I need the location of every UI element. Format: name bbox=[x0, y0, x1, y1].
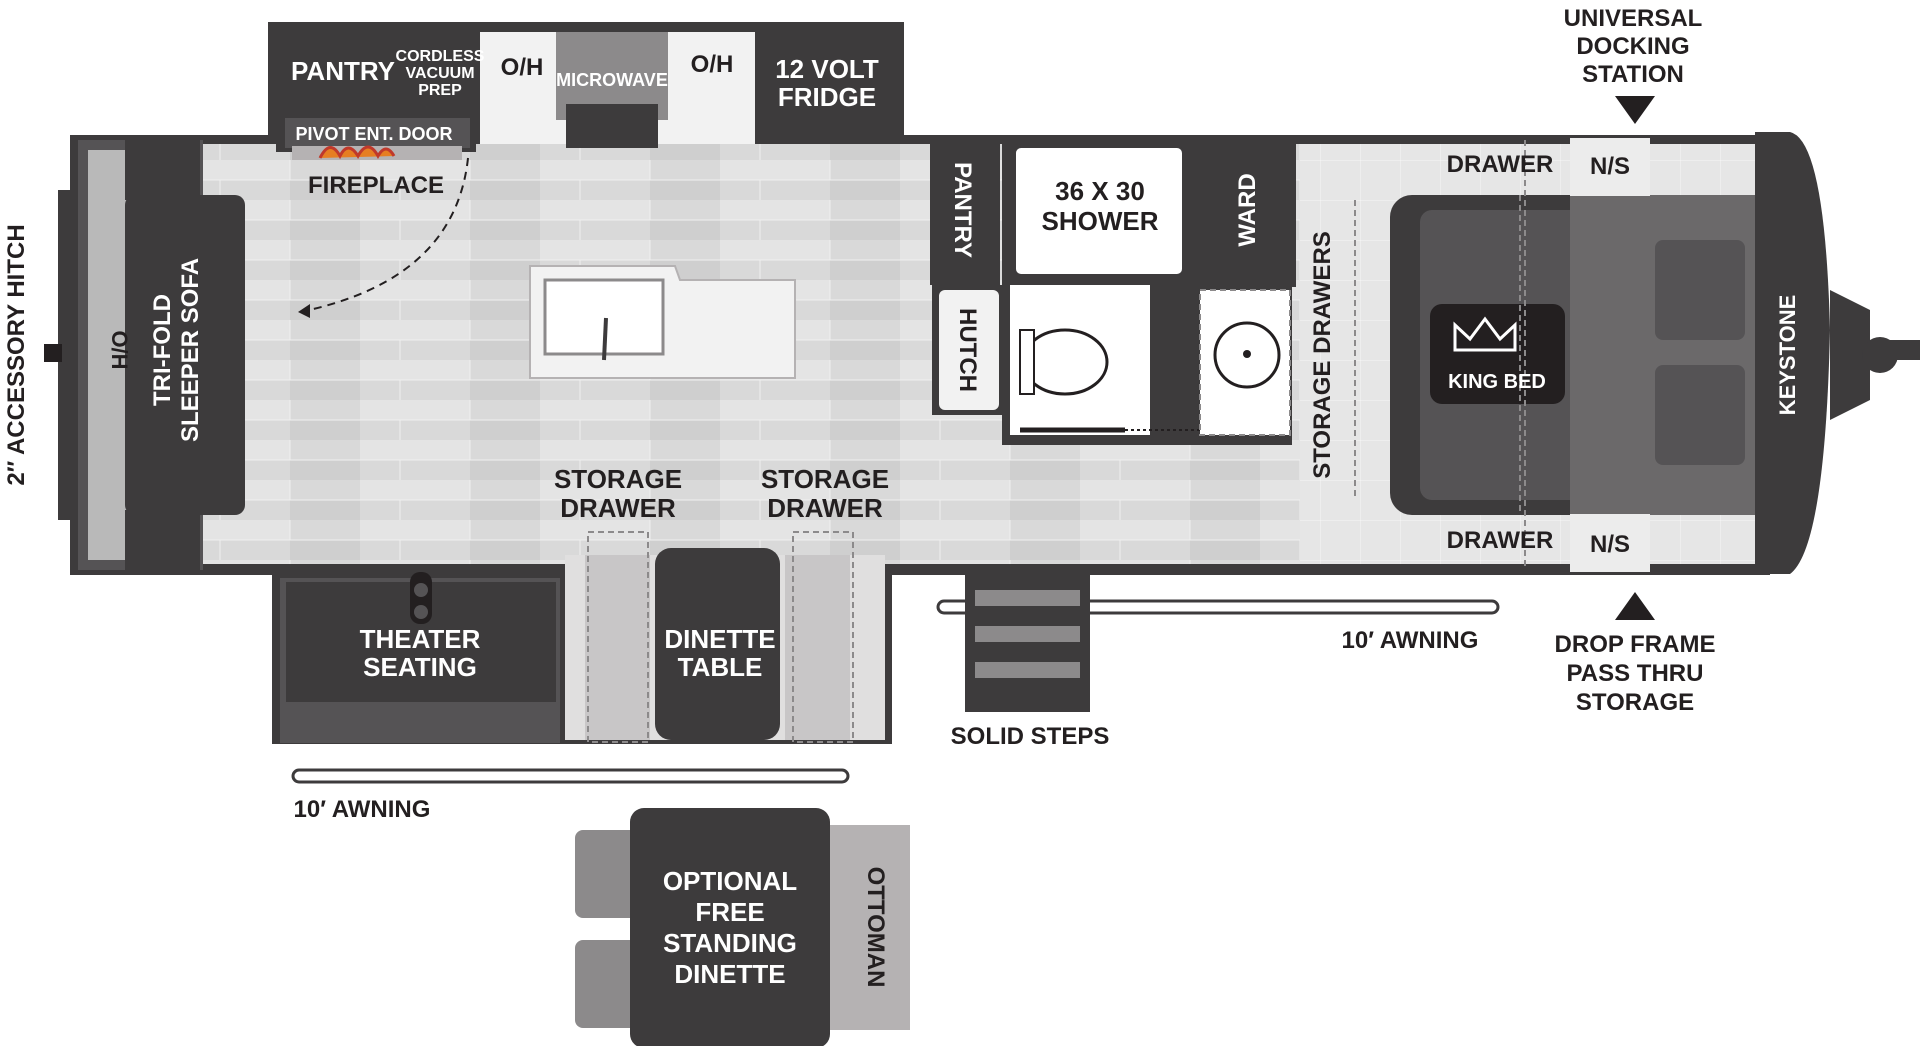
king-bed-label: KING BED bbox=[1448, 371, 1546, 393]
accessory-hitch-label: 2″ ACCESSORY HITCH bbox=[3, 224, 30, 485]
storage-drawers-label: STORAGE DRAWERS bbox=[1309, 231, 1336, 479]
shower-label-2: SHOWER bbox=[1042, 206, 1159, 236]
ottoman-label: OTTOMAN bbox=[862, 867, 889, 988]
awning-right-label: 10′ AWNING bbox=[1342, 627, 1479, 654]
bottom-slide bbox=[280, 531, 885, 743]
pantry-top-label: PANTRY bbox=[291, 56, 395, 86]
optional-dinette-label-2: FREE bbox=[695, 897, 764, 927]
drop-frame-label-1: DROP FRAME bbox=[1555, 631, 1716, 658]
dinette-table-label-2: TABLE bbox=[678, 652, 763, 682]
pantry-mid-label: PANTRY bbox=[949, 162, 976, 258]
hutch-label: HUTCH bbox=[954, 308, 981, 392]
optional-dinette-label-4: DINETTE bbox=[674, 959, 785, 989]
cordless-label-3: PREP bbox=[418, 82, 462, 99]
door-swing bbox=[299, 157, 469, 313]
front-hitch bbox=[1830, 290, 1920, 420]
bathroom-block bbox=[930, 135, 1296, 445]
optional-dinette bbox=[575, 808, 910, 1046]
pivot-door-label: PIVOT ENT. DOOR bbox=[295, 124, 452, 144]
ward-label: WARD bbox=[1234, 173, 1261, 246]
docking-label-2: DOCKING bbox=[1576, 33, 1689, 60]
drawer-top-label: DRAWER bbox=[1447, 151, 1554, 178]
solid-steps bbox=[965, 572, 1090, 712]
oh-left-label: O/H bbox=[501, 54, 544, 81]
fireplace-label: FIREPLACE bbox=[308, 172, 444, 199]
drawer-bottom-label: DRAWER bbox=[1447, 527, 1554, 554]
drop-frame-arrow bbox=[1615, 592, 1655, 620]
fridge-label-1: 12 VOLT bbox=[775, 54, 879, 84]
microwave-label: MICROWAVE bbox=[556, 70, 668, 90]
storage-drawer-left-2: DRAWER bbox=[560, 493, 676, 523]
storage-drawer-right-1: STORAGE bbox=[761, 464, 889, 494]
ns-top-label: N/S bbox=[1590, 153, 1630, 180]
shower-label-1: 36 X 30 bbox=[1055, 176, 1145, 206]
oh-right-label: O/H bbox=[691, 51, 734, 78]
optional-dinette-label-3: STANDING bbox=[663, 928, 797, 958]
bedroom bbox=[1390, 138, 1755, 572]
sofa-label-1: TRI-FOLD bbox=[149, 294, 176, 406]
kitchen-island bbox=[529, 265, 796, 379]
storage-drawer-right-2: DRAWER bbox=[767, 493, 883, 523]
optional-dinette-label-1: OPTIONAL bbox=[663, 866, 797, 896]
rear-sofa-area bbox=[78, 140, 245, 570]
awning-left bbox=[291, 768, 850, 784]
ns-bottom-label: N/S bbox=[1590, 531, 1630, 558]
drop-frame-label-2: PASS THRU bbox=[1567, 660, 1704, 687]
docking-label-1: UNIVERSAL bbox=[1564, 5, 1703, 32]
storage-drawer-left-1: STORAGE bbox=[554, 464, 682, 494]
docking-arrow bbox=[1615, 96, 1655, 124]
theater-label-2: SEATING bbox=[363, 652, 477, 682]
drop-frame-label-3: STORAGE bbox=[1576, 689, 1694, 716]
awning-left-label: 10′ AWNING bbox=[294, 796, 431, 823]
sofa-label-2: SLEEPER SOFA bbox=[177, 258, 204, 442]
dinette-table-label-1: DINETTE bbox=[664, 624, 775, 654]
kitchen-slide bbox=[276, 32, 895, 160]
cordless-label-1: CORDLESS bbox=[396, 48, 485, 65]
brand-label: KEYSTONE bbox=[1775, 295, 1800, 416]
docking-label-3: STATION bbox=[1582, 61, 1684, 88]
fridge-label-2: FRIDGE bbox=[778, 82, 876, 112]
rear-oh-label: O/H bbox=[107, 330, 132, 369]
solid-steps-label: SOLID STEPS bbox=[951, 723, 1110, 750]
accessory-hitch bbox=[44, 190, 70, 520]
theater-label-1: THEATER bbox=[360, 624, 481, 654]
cordless-label-2: VACUUM bbox=[405, 65, 474, 82]
